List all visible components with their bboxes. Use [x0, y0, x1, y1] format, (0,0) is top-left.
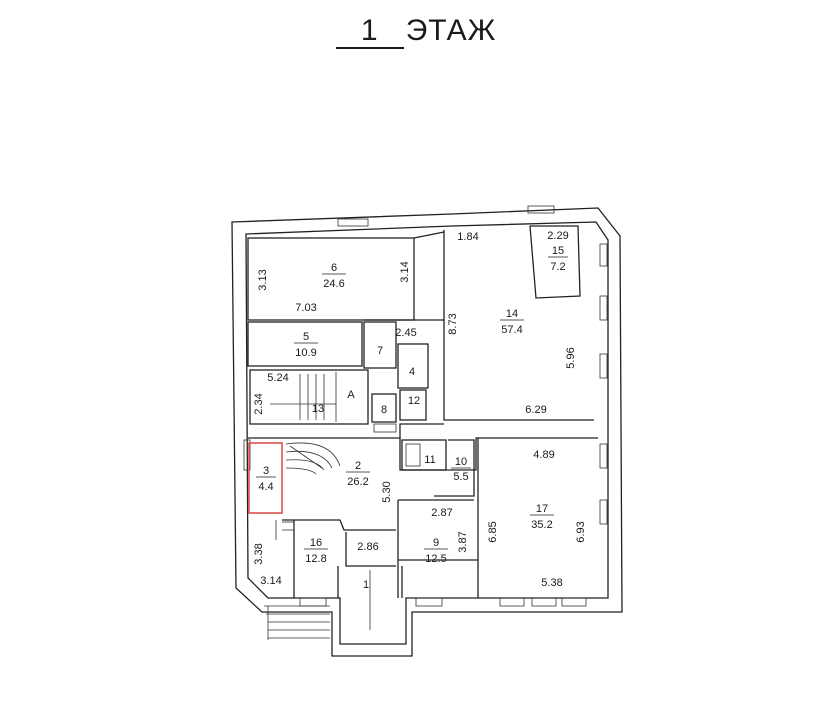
room-17-number: 17: [536, 503, 548, 515]
room-2[interactable]: 2 26.2: [346, 460, 370, 488]
outer-walls: [231, 207, 623, 657]
floor-label: ЭТАЖ: [405, 14, 497, 47]
dimensions: 3.13 3.14 7.03 1.84 2.29 8.73 2.45 5.96 …: [253, 230, 587, 589]
room-6-number: 6: [331, 262, 337, 274]
room-6[interactable]: 6 24.6: [322, 262, 346, 290]
dim-6-93: 6.93: [575, 521, 587, 542]
dim-5-96: 5.96: [565, 347, 577, 368]
room-3[interactable]: 3 4.4: [256, 465, 276, 493]
dim-3-14: 3.14: [399, 261, 411, 282]
room-8-label: 8: [381, 404, 387, 416]
room-17-area: 35.2: [531, 519, 552, 531]
room-13-label: 13: [312, 403, 324, 415]
room-15-area: 7.2: [550, 261, 565, 273]
room-9-number: 9: [433, 537, 439, 549]
dim-1-84: 1.84: [457, 231, 478, 243]
room-16[interactable]: 16 12.8: [304, 537, 328, 565]
room-16-number: 16: [310, 537, 322, 549]
dim-5-30: 5.30: [381, 481, 393, 502]
room-5-number: 5: [303, 331, 309, 343]
room-15-number: 15: [552, 245, 564, 257]
dim-8-73: 8.73: [447, 313, 459, 334]
room-3-area: 4.4: [258, 481, 273, 493]
dim-6-29: 6.29: [525, 404, 546, 416]
room-12-label: 12: [408, 395, 420, 407]
interior-walls: [247, 225, 598, 640]
room-16-area: 12.8: [305, 553, 326, 565]
dim-2-87: 2.87: [431, 507, 452, 519]
room-9[interactable]: 9 12.5: [424, 537, 448, 565]
room-10-number: 10: [455, 456, 467, 468]
dim-3-38: 3.38: [253, 543, 265, 564]
entrance-stairs: [264, 605, 330, 640]
stair-steps-a: [270, 374, 336, 420]
room-11-label: 11: [424, 454, 435, 466]
room-a-label: A: [347, 389, 355, 401]
room-15[interactable]: 15 7.2: [548, 245, 568, 273]
windows: [243, 205, 608, 607]
room-17[interactable]: 17 35.2: [530, 503, 554, 531]
room-14-area: 57.4: [501, 324, 522, 336]
floor-number: 1: [335, 15, 404, 49]
dim-5-24: 5.24: [267, 372, 288, 384]
dim-2-45: 2.45: [395, 327, 416, 339]
room-10-area: 5.5: [453, 471, 468, 483]
dim-2-29: 2.29: [547, 230, 568, 242]
dim-4-89: 4.89: [533, 449, 554, 461]
dim-2-34: 2.34: [253, 393, 265, 414]
dim-3-87: 3.87: [457, 531, 469, 552]
room-3-highlight[interactable]: [248, 442, 283, 514]
room-1-label: 1: [363, 579, 369, 591]
room-3-number: 3: [263, 465, 269, 477]
dim-2-86: 2.86: [357, 541, 378, 553]
room-10[interactable]: 10 5.5: [451, 456, 471, 483]
room-6-area: 24.6: [323, 278, 344, 290]
room-2-number: 2: [355, 460, 361, 472]
room-14-number: 14: [506, 308, 518, 320]
room-9-area: 12.5: [425, 553, 446, 565]
room-5-area: 10.9: [295, 347, 316, 359]
dim-3-14-bottom: 3.14: [260, 575, 281, 587]
room-2-area: 26.2: [347, 476, 368, 488]
room-14[interactable]: 14 57.4: [500, 308, 524, 336]
dim-7-03: 7.03: [295, 302, 316, 314]
dim-5-38: 5.38: [541, 577, 562, 589]
room-5[interactable]: 5 10.9: [294, 331, 318, 359]
dim-3-13: 3.13: [257, 269, 269, 290]
dim-6-85: 6.85: [487, 521, 499, 542]
room-4-label: 4: [409, 366, 415, 378]
room-7-label: 7: [377, 345, 383, 357]
